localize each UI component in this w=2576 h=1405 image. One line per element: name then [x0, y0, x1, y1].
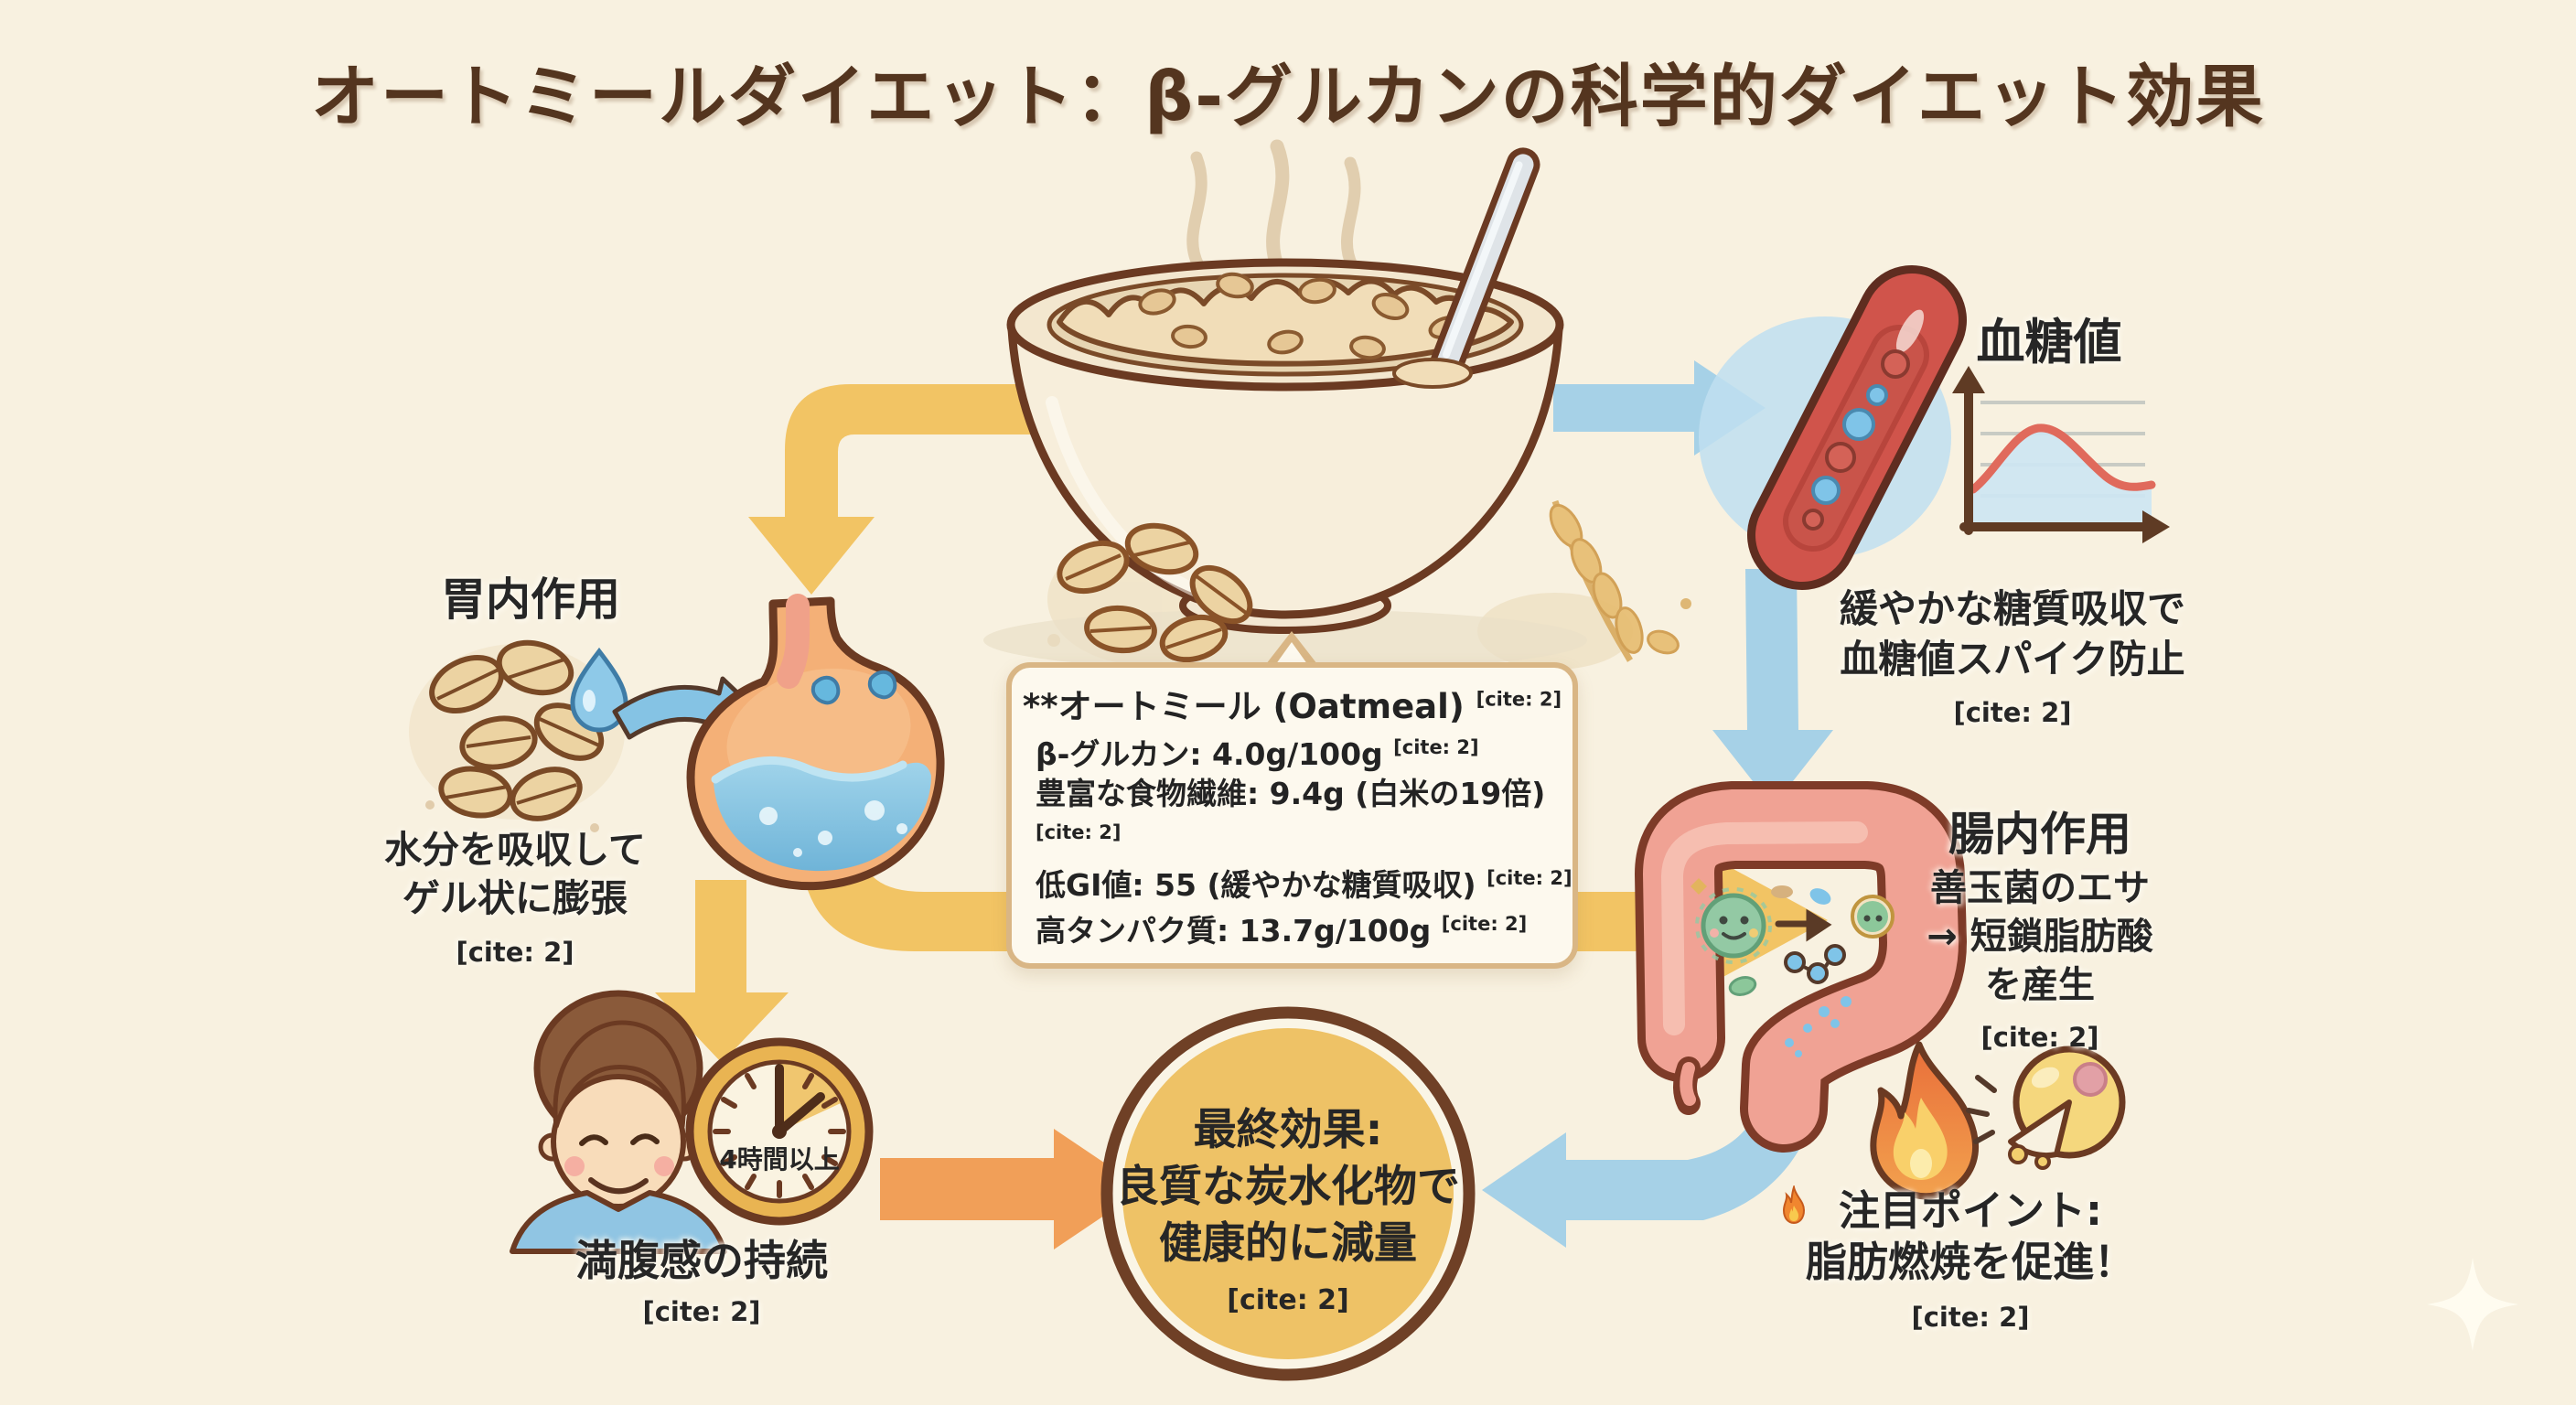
arrow-bowl-to-stomach	[748, 384, 1052, 595]
fat-cite: [cite: 2]	[1911, 1302, 2030, 1333]
glucose-desc-line1: 緩やかな糖質吸収で	[1839, 586, 2185, 631]
satiety-label-text: 満腹感の持続	[575, 1236, 828, 1285]
stomach-desc-line2: ゲル状に膨張	[402, 876, 628, 920]
arrow-stomach-to-satiety	[655, 880, 789, 1063]
stomach-desc-cite: [cite: 2]	[456, 937, 574, 968]
oats-water-icon	[429, 639, 628, 821]
flame-icon	[1870, 1041, 1979, 1200]
blood-vessel-icon	[1699, 265, 1967, 590]
oat-grains-icon	[1057, 522, 1253, 663]
info-row-cite: [cite: 2]	[1036, 821, 1122, 843]
stomach-section-label: 胃内作用	[440, 574, 620, 626]
person-icon	[510, 990, 727, 1254]
info-box-row: 豊富な食物繊維: 9.4g (白米の19倍) [cite: 2]	[1036, 774, 1572, 859]
final-line3: 健康的に減量	[1159, 1218, 1417, 1269]
info-box-row: 高タンパク質: 13.7g/100g [cite: 2]	[1036, 905, 1572, 950]
glucose-chart	[1952, 366, 2170, 543]
oatmeal-info-box: **オートミール (Oatmeal) [cite: 2] β-グルカン: 4.0…	[1006, 662, 1578, 969]
page-title: オートミールダイエット：β-グルカンの科学的ダイエット効果	[311, 58, 2265, 136]
intestine-desc-line2: → 短鎖脂肪酸	[1927, 916, 2153, 958]
glucose-section-label: 血糖値	[1976, 315, 2122, 370]
clock-label: 4時間以上	[719, 1144, 840, 1174]
fire-icon	[1782, 1185, 1806, 1225]
satiety-section-label: 満腹感の持続 [cite: 2]	[510, 1237, 894, 1335]
final-effect-text: 最終効果: 良質な炭水化物で 健康的に減量 [cite: 2]	[1105, 1102, 1471, 1329]
glucose-desc-cite: [cite: 2]	[1953, 697, 2072, 728]
glucose-desc-line2: 血糖値スパイク防止	[1840, 637, 2185, 681]
intestine-desc-cite: [cite: 2]	[1980, 1022, 2099, 1053]
arrow-intestine-to-final	[1482, 1043, 1819, 1248]
info-row-cite: [cite: 2]	[1393, 736, 1479, 758]
info-row-text: 低GI値: 55 (緩やかな糖質吸収)	[1036, 867, 1476, 903]
info-box-heading-cite: [cite: 2]	[1476, 688, 1562, 711]
glucose-section-desc: 緩やかな糖質吸収で 血糖値スパイク防止 [cite: 2]	[1830, 584, 2195, 738]
intestine-desc-line1: 善玉菌のエサ	[1930, 867, 2150, 909]
intestine-section-label: 腸内作用	[1948, 808, 2131, 861]
stomach-section-desc: 水分を吸収して ゲル状に膨張 [cite: 2]	[346, 826, 684, 977]
fat-cell-icon	[1966, 1046, 2126, 1170]
intestine-icon	[1635, 781, 1967, 1153]
water-drop-icon	[570, 647, 628, 733]
final-line1: 最終効果:	[1193, 1105, 1383, 1155]
final-effect-circle	[1100, 1006, 1476, 1381]
info-row-cite: [cite: 2]	[1487, 867, 1572, 889]
arrow-satiety-to-final	[880, 1129, 1143, 1249]
fat-line1-text: 注目ポイント:	[1839, 1186, 2102, 1235]
intestine-section-desc: 善玉菌のエサ → 短鎖脂肪酸 を産生 [cite: 2]	[1884, 864, 2195, 1062]
stomach-icon	[686, 594, 945, 891]
info-row-text: β-グルカン: 4.0g/100g	[1036, 736, 1383, 772]
info-row-text: 豊富な食物繊維: 9.4g (白米の19倍)	[1036, 776, 1546, 811]
fat-section-text: 注目ポイント: 脂肪燃焼を促進！ [cite: 2]	[1778, 1185, 2163, 1343]
satiety-label-cite: [cite: 2]	[642, 1296, 761, 1327]
stomach-desc-line1: 水分を吸収して	[384, 828, 646, 872]
fat-line1: 注目ポイント:	[1778, 1185, 2163, 1237]
info-row-cite: [cite: 2]	[1441, 913, 1528, 935]
info-box-heading-text: **オートミール (Oatmeal)	[1022, 687, 1465, 726]
info-box-row: β-グルカン: 4.0g/100g [cite: 2]	[1036, 728, 1572, 774]
info-box-row: 低GI値: 55 (緩やかな糖質吸収) [cite: 2]	[1036, 859, 1572, 905]
spoon-icon	[1392, 147, 1540, 389]
intestine-desc-line3: を産生	[1985, 964, 2095, 1006]
fat-line2: 脂肪燃焼を促進！	[1805, 1238, 2135, 1286]
sparkle-icon	[2427, 1258, 2518, 1351]
final-cite: [cite: 2]	[1227, 1284, 1349, 1316]
steam-icon	[1186, 139, 1361, 277]
gut-bacteria-icon	[1690, 878, 1894, 1057]
info-row-text: 高タンパク質: 13.7g/100g	[1036, 913, 1432, 949]
clock-icon	[685, 1037, 874, 1226]
info-box-heading: **オートミール (Oatmeal) [cite: 2]	[1012, 679, 1572, 728]
wheat-stalk-icon	[1549, 499, 1691, 662]
arrow-vessel-to-intestine	[1712, 569, 1833, 807]
final-line2: 良質な炭水化物で	[1116, 1162, 1460, 1212]
